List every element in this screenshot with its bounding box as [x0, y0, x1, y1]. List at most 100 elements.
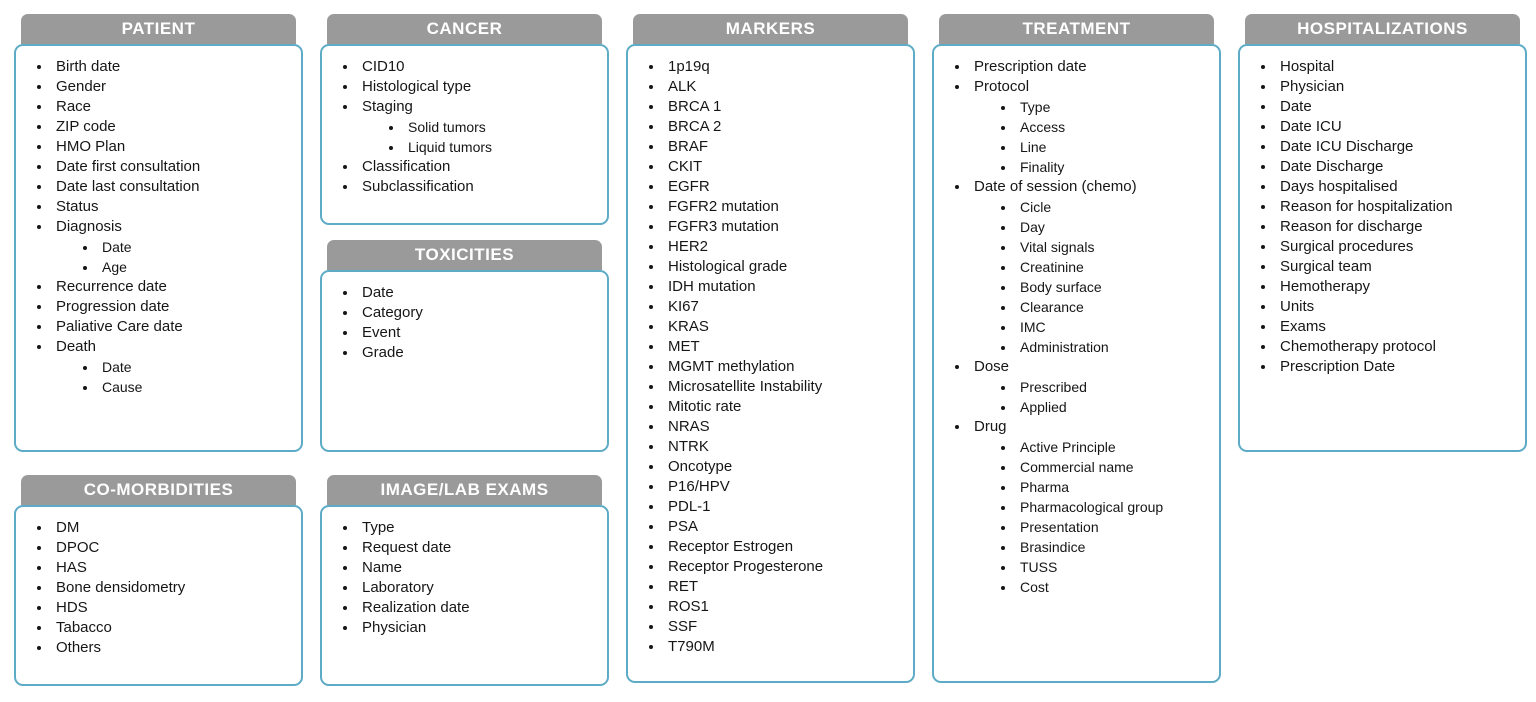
field-item: DM: [52, 518, 295, 538]
field-label: HAS: [56, 559, 87, 576]
field-label: Type: [1020, 99, 1051, 115]
field-label: PDL-1: [668, 498, 711, 515]
field-label: Type: [362, 519, 395, 536]
field-label: T790M: [668, 638, 715, 655]
field-label: Oncotype: [668, 458, 733, 475]
field-item: Event: [358, 323, 601, 343]
field-item: DiagnosisDateAge: [52, 217, 295, 277]
field-label: Dose: [974, 358, 1010, 375]
field-label: Active Principle: [1020, 439, 1116, 455]
field-label: Laboratory: [362, 579, 434, 596]
column-1: PATIENT Birth dateGenderRaceZIP codeHMO …: [14, 14, 303, 686]
field-label: Commercial name: [1020, 459, 1134, 475]
field-label: Clearance: [1020, 299, 1084, 315]
field-item: MGMT methylation: [664, 357, 907, 377]
field-label: Access: [1020, 119, 1066, 135]
field-item: Commercial name: [1016, 457, 1213, 477]
panel-header-toxicities: TOXICITIES: [327, 240, 602, 270]
field-item: IDH mutation: [664, 277, 907, 297]
field-item: IMC: [1016, 317, 1213, 337]
field-label: Reason for hospitalization: [1280, 198, 1453, 215]
field-item: Clearance: [1016, 297, 1213, 317]
field-item: Physician: [1276, 77, 1519, 97]
field-label: FGFR3 mutation: [668, 218, 779, 235]
field-label: Cause: [102, 379, 143, 395]
field-label: Classification: [362, 158, 451, 175]
field-list-hospitalizations: HospitalPhysicianDateDate ICUDate ICU Di…: [1246, 57, 1519, 377]
field-item: BRCA 1: [664, 97, 907, 117]
field-item: Prescribed: [1016, 377, 1213, 397]
field-label: CID10: [362, 58, 405, 75]
field-item: Date first consultation: [52, 157, 295, 177]
field-item: Line: [1016, 137, 1213, 157]
field-item: Realization date: [358, 598, 601, 618]
field-label: Subclassification: [362, 178, 474, 195]
field-item: MET: [664, 337, 907, 357]
field-label: Age: [102, 259, 127, 275]
field-item: Prescription Date: [1276, 357, 1519, 377]
field-item: Microsatellite Instability: [664, 377, 907, 397]
field-label: BRCA 1: [668, 98, 722, 115]
field-label: Prescription Date: [1280, 358, 1396, 375]
field-item: Body surface: [1016, 277, 1213, 297]
field-item: BRAF: [664, 137, 907, 157]
field-label: Paliative Care date: [56, 318, 183, 335]
field-item: P16/HPV: [664, 477, 907, 497]
field-item: Reason for discharge: [1276, 217, 1519, 237]
field-list-toxicities: DateCategoryEventGrade: [328, 283, 601, 363]
field-label: HMO Plan: [56, 138, 126, 155]
panel-header-image-lab-exams: IMAGE/LAB EXAMS: [327, 475, 602, 505]
field-item: Date: [1276, 97, 1519, 117]
field-label: Receptor Estrogen: [668, 538, 794, 555]
field-label: Microsatellite Instability: [668, 378, 823, 395]
field-list-treatment: Prescription dateProtocolTypeAccessLineF…: [940, 57, 1213, 597]
field-item: Date: [98, 357, 295, 377]
field-item: Tabacco: [52, 618, 295, 638]
field-item: Creatinine: [1016, 257, 1213, 277]
panel-header-treatment: TREATMENT: [939, 14, 1214, 44]
field-item: HAS: [52, 558, 295, 578]
field-list-patient: Birth dateGenderRaceZIP codeHMO PlanDate…: [22, 57, 295, 397]
field-label: Line: [1020, 139, 1047, 155]
field-label: Prescribed: [1020, 379, 1087, 395]
field-label: CKIT: [668, 158, 703, 175]
field-label: Date: [362, 284, 394, 301]
field-item: Administration: [1016, 337, 1213, 357]
panel-body-image-lab-exams: TypeRequest dateNameLaboratoryRealizatio…: [320, 505, 609, 686]
column-5: HOSPITALIZATIONS HospitalPhysicianDateDa…: [1238, 14, 1527, 686]
panel-body-cancer: CID10Histological typeStagingSolid tumor…: [320, 44, 609, 225]
field-sublist: Solid tumorsLiquid tumors: [362, 117, 601, 157]
field-list-image-lab-exams: TypeRequest dateNameLaboratoryRealizatio…: [328, 518, 601, 638]
field-label: Date ICU: [1280, 118, 1342, 135]
field-label: Pharmacological group: [1020, 499, 1164, 515]
field-label: Body surface: [1020, 279, 1102, 295]
panel-hospitalizations: HOSPITALIZATIONS HospitalPhysicianDateDa…: [1238, 14, 1527, 452]
field-sublist: CicleDayVital signalsCreatinineBody surf…: [974, 197, 1213, 357]
field-label: Receptor Progesterone: [668, 558, 824, 575]
field-label: DPOC: [56, 539, 100, 556]
field-label: Creatinine: [1020, 259, 1084, 275]
field-label: Gender: [56, 78, 107, 95]
panel-toxicities: TOXICITIES DateCategoryEventGrade: [320, 240, 609, 452]
field-label: Pharma: [1020, 479, 1070, 495]
field-label: Reason for discharge: [1280, 218, 1423, 235]
column-3: MARKERS 1p19qALKBRCA 1BRCA 2BRAFCKITEGFR…: [626, 14, 915, 686]
field-label: Histological type: [362, 78, 472, 95]
field-label: Date first consultation: [56, 158, 201, 175]
field-label: Cicle: [1020, 199, 1052, 215]
field-item: ZIP code: [52, 117, 295, 137]
field-label: Date: [1280, 98, 1312, 115]
field-item: Cicle: [1016, 197, 1213, 217]
field-label: Physician: [362, 619, 427, 636]
field-label: Tabacco: [56, 619, 112, 636]
field-item: Chemotherapy protocol: [1276, 337, 1519, 357]
field-label: NRAS: [668, 418, 710, 435]
field-item: Solid tumors: [404, 117, 601, 137]
field-item: Hemotherapy: [1276, 277, 1519, 297]
field-item: FGFR2 mutation: [664, 197, 907, 217]
field-item: RET: [664, 577, 907, 597]
field-label: HER2: [668, 238, 709, 255]
field-item: Reason for hospitalization: [1276, 197, 1519, 217]
field-item: Race: [52, 97, 295, 117]
field-label: HDS: [56, 599, 88, 616]
